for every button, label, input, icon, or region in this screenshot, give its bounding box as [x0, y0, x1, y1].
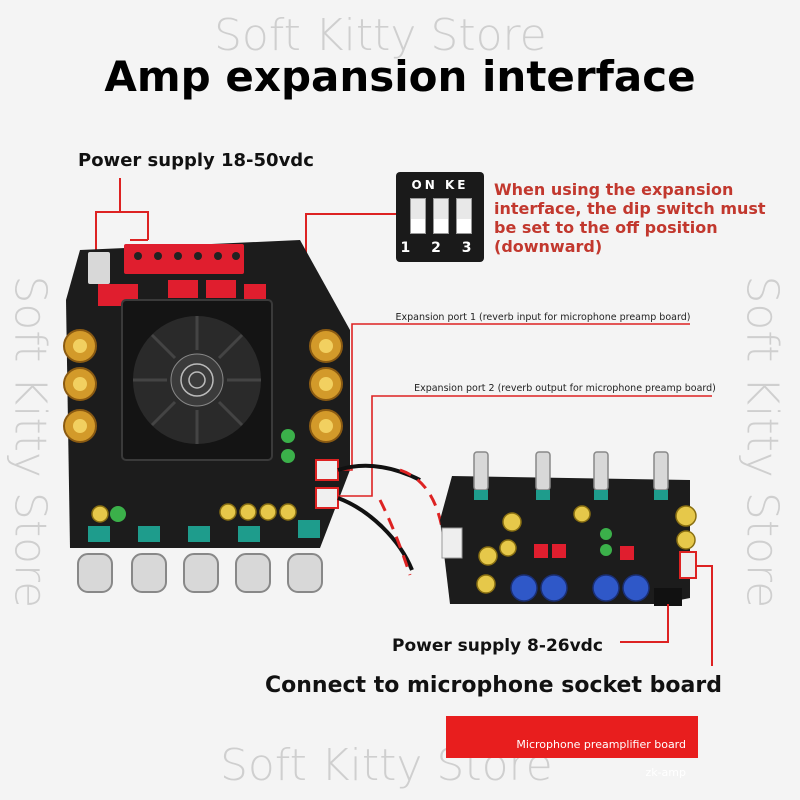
dip-switch-1 — [410, 198, 426, 234]
preamp-board — [440, 451, 697, 606]
dip-switch-2 — [433, 198, 449, 234]
connect-socket-label: Connect to microphone socket board — [265, 673, 722, 698]
preamp-badge: Microphone preamplifier board zk-amp — [446, 716, 698, 779]
expansion-port-2-label: Expansion port 2 (reverb output for micr… — [414, 383, 716, 394]
dip-leader-line — [305, 213, 396, 255]
expansion-port-1-label: Expansion port 1 (reverb input for micro… — [395, 312, 691, 323]
amp-board — [63, 240, 350, 593]
dip-switch-numbers: 1 2 3 — [400, 240, 480, 256]
watermark-top: Soft Kitty Store — [214, 10, 547, 61]
cables — [337, 463, 421, 571]
dip-switch-top-label: ON KE — [411, 178, 469, 192]
dip-switch: ON KE 1 2 3 — [396, 172, 484, 262]
dip-note: When using the expansion interface, the … — [494, 180, 766, 256]
power-supply-preamp-label: Power supply 8-26vdc — [392, 636, 603, 656]
preamp-badge-model: zk-amp — [645, 766, 686, 779]
page-title: Amp expansion interface — [104, 52, 696, 101]
power-supply-main-label: Power supply 18-50vdc — [78, 150, 314, 171]
dip-switch-3 — [456, 198, 472, 234]
preamp-leader-lines — [620, 565, 713, 666]
power-leader-lines — [95, 178, 149, 250]
preamp-badge-name: Microphone preamplifier board — [516, 738, 686, 751]
